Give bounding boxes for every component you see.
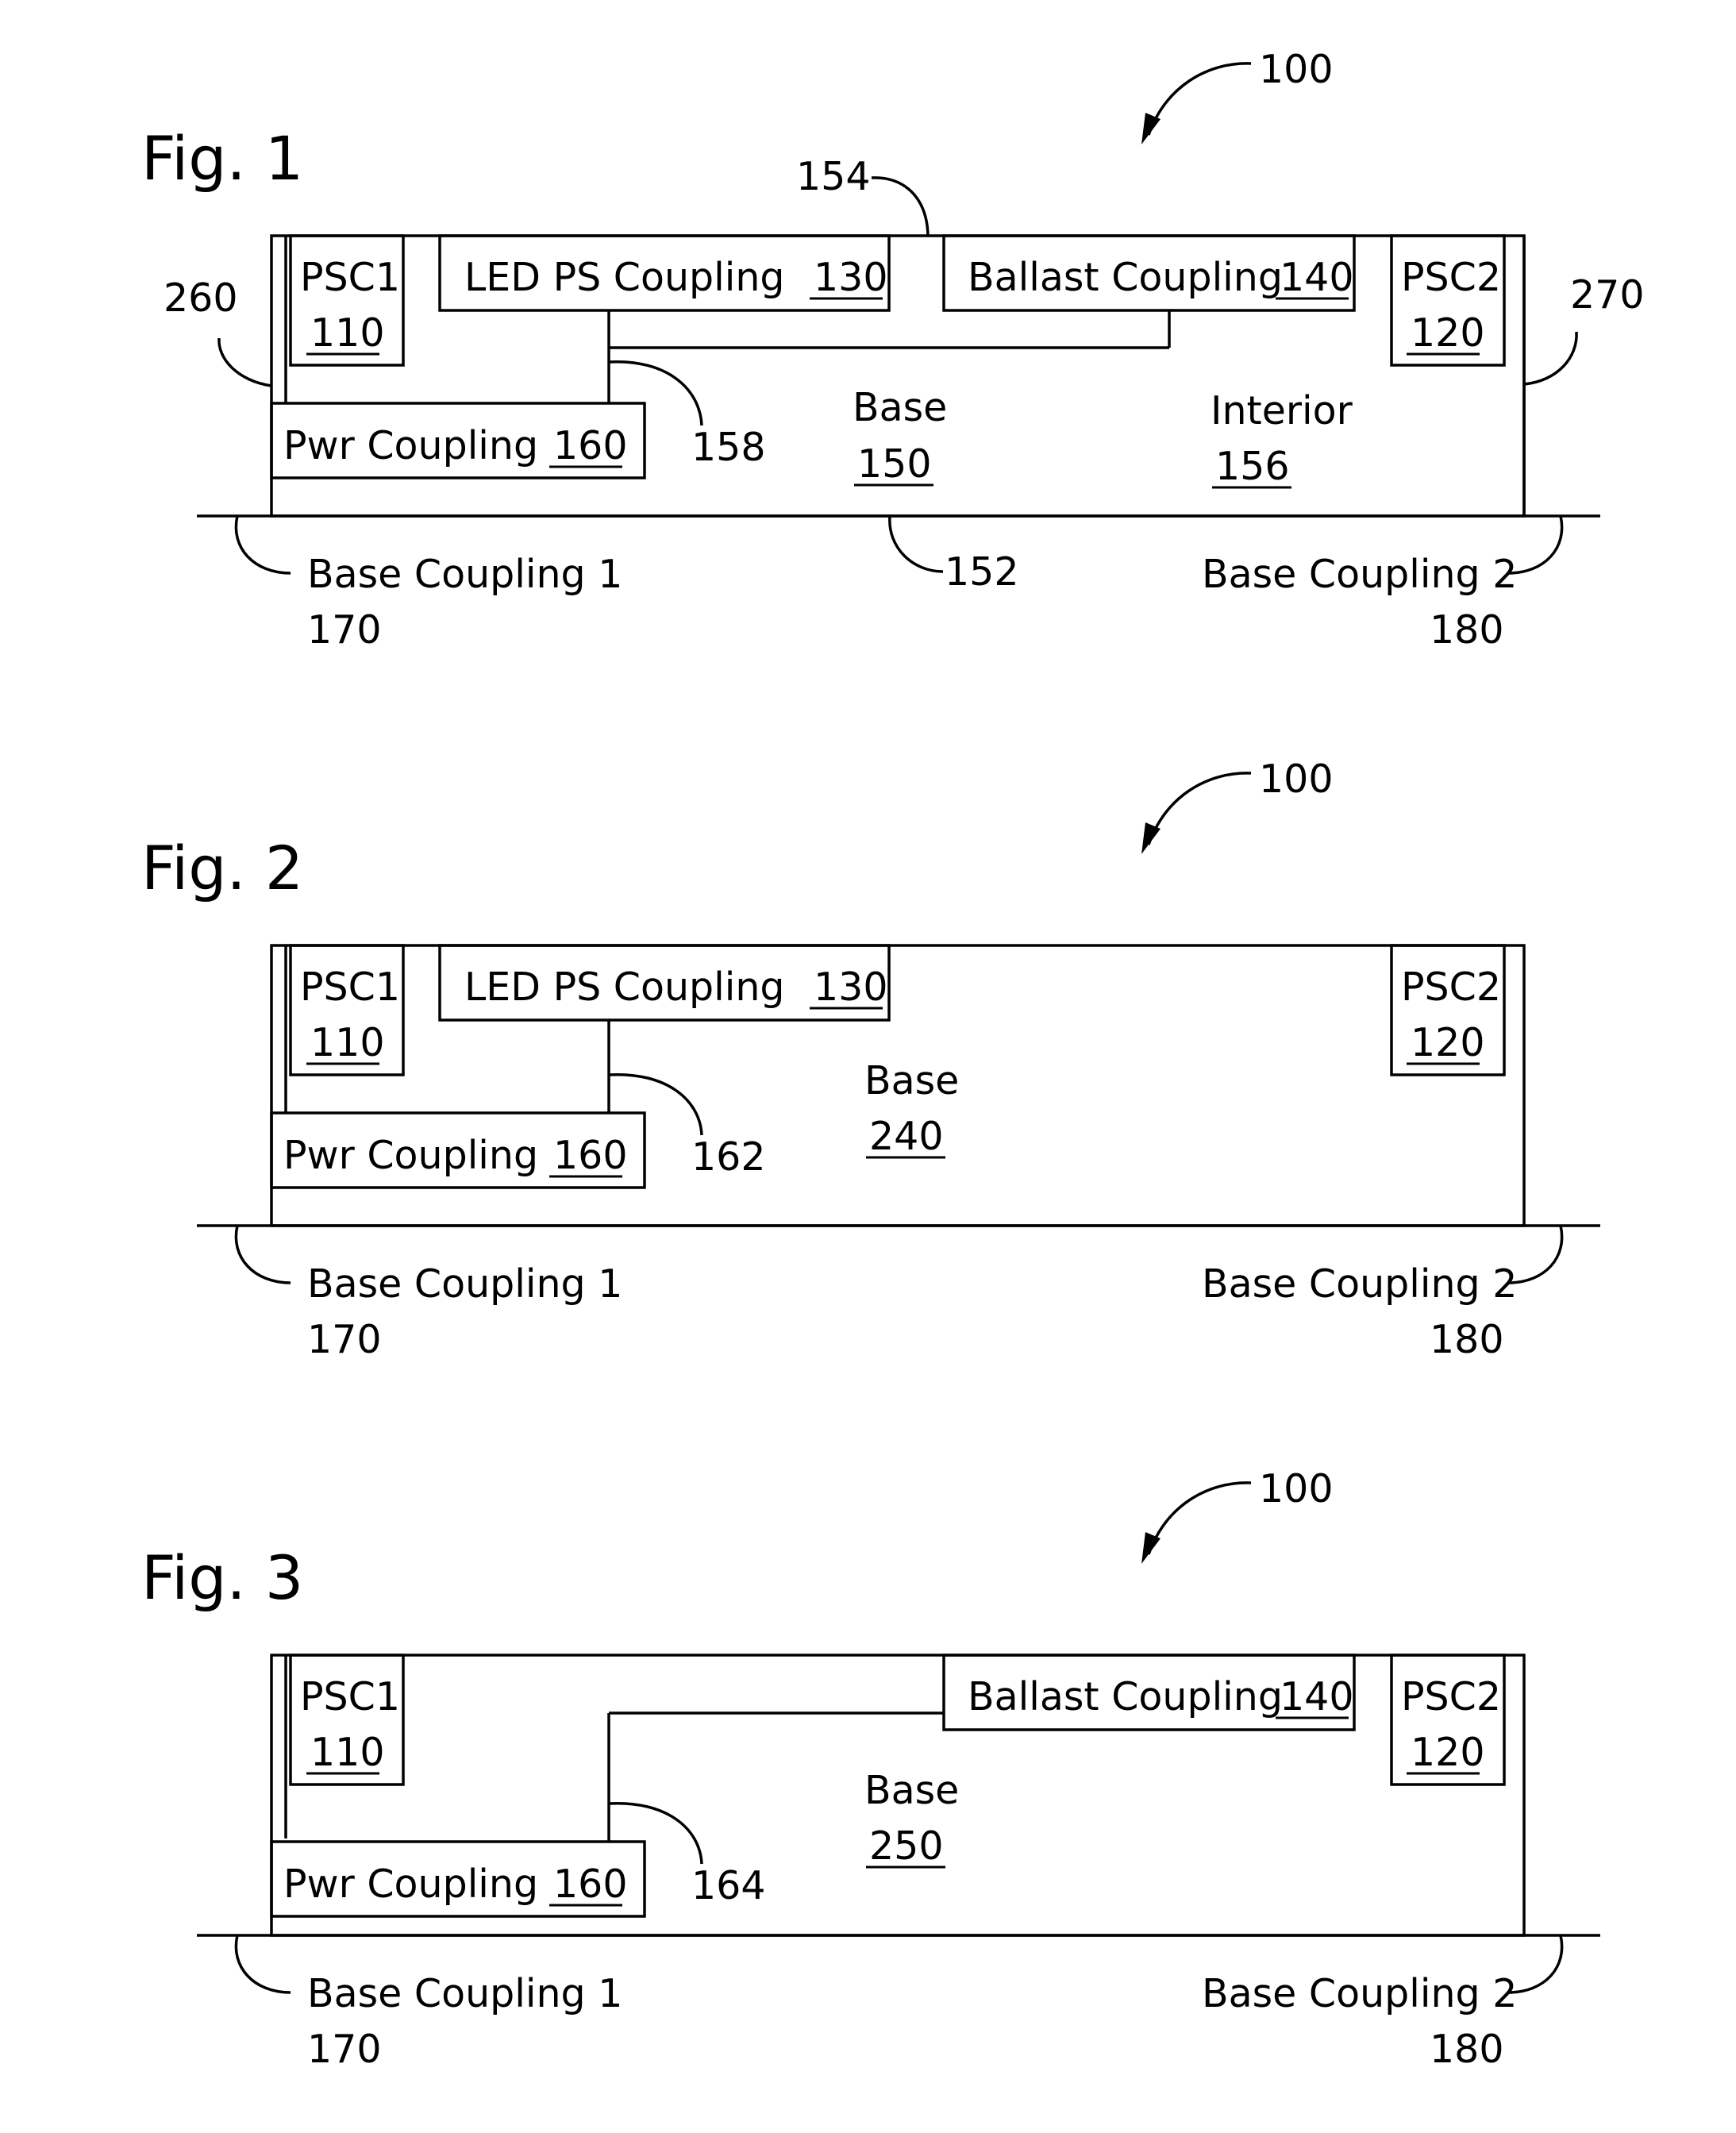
figure-1-ref-154: 154 [796, 154, 871, 199]
figure-3-psc2-label: PSC2 [1401, 1674, 1501, 1719]
figure-1-pwr-label: Pwr Coupling [283, 423, 538, 468]
figure-3-ref-164: 164 [691, 1863, 766, 1908]
figure-2-base-num: 240 [869, 1114, 944, 1159]
figure-1-base-num: 150 [857, 441, 932, 487]
figure-1-interior-label: Interior [1211, 388, 1353, 433]
figure-1-ballast-num: 140 [1280, 255, 1354, 300]
figure-2-leader-162 [609, 1075, 702, 1135]
figure-1-bc2-num: 180 [1430, 607, 1504, 653]
figure-2-led-label: LED PS Coupling [464, 964, 785, 1010]
figure-1-ref-260: 260 [164, 275, 238, 321]
figure-1-ref-158: 158 [691, 425, 766, 470]
figure-2-psc1-num: 110 [310, 1020, 385, 1065]
figure-1-leader-bc1 [236, 516, 291, 573]
figure-1-ref-152: 152 [945, 549, 1019, 595]
figure-1-bc1-num: 170 [307, 607, 382, 653]
figure-3-ballast-num: 140 [1280, 1674, 1354, 1719]
figure-1-psc1-label: PSC1 [300, 255, 400, 300]
figure-1-ref-arrow [1149, 64, 1251, 135]
figure-3-title: Fig. 3 [141, 1542, 303, 1613]
figure-1-leader-152 [890, 516, 943, 572]
figure-2-base-label: Base [864, 1058, 959, 1103]
figure-2: Fig. 2 100 PSC1 110 LED PS Coupling 130 … [141, 757, 1600, 1362]
figure-2-pwr-num: 160 [553, 1133, 628, 1178]
figure-1-bc2-label: Base Coupling 2 [1202, 552, 1517, 597]
figure-2-psc2-label: PSC2 [1401, 964, 1501, 1010]
figure-2-psc1-label: PSC1 [300, 964, 400, 1010]
figure-2-leader-bc1 [236, 1226, 291, 1283]
figure-1-leader-158 [609, 362, 702, 425]
figure-1-leader-260 [219, 338, 271, 386]
figure-3-leader-164 [609, 1804, 702, 1864]
figure-3-pwr-num: 160 [553, 1862, 628, 1907]
figure-3-leader-bc1 [236, 1935, 291, 1992]
figure-2-title: Fig. 2 [141, 833, 303, 903]
figure-1: Fig. 1 100 PSC1 110 LED PS Coupling 130 … [141, 47, 1645, 653]
figure-3: Fig. 3 100 PSC1 110 Ballast Coupling 140… [141, 1466, 1600, 2072]
figure-1-led-num: 130 [814, 255, 888, 300]
figure-2-ref-arrow [1149, 773, 1251, 845]
figure-3-base-num: 250 [869, 1823, 944, 1869]
figure-3-bc2-num: 180 [1430, 2027, 1504, 2072]
figure-3-psc2-num: 120 [1411, 1730, 1485, 1775]
figure-2-ref-100: 100 [1259, 757, 1334, 802]
figure-1-interior-num: 156 [1215, 444, 1290, 489]
figure-3-bc2-label: Base Coupling 2 [1202, 1971, 1517, 2016]
figure-3-ref-arrow [1149, 1483, 1251, 1554]
figure-3-psc1-num: 110 [310, 1730, 385, 1775]
figure-1-psc2-num: 120 [1411, 310, 1485, 356]
figure-1-pwr-num: 160 [553, 423, 628, 468]
figure-1-psc2-label: PSC2 [1401, 255, 1501, 300]
figure-1-psc1-num: 110 [310, 310, 385, 356]
figure-3-pwr-label: Pwr Coupling [283, 1862, 538, 1907]
figure-3-base-label: Base [864, 1768, 959, 1813]
figure-1-bc1-label: Base Coupling 1 [307, 552, 622, 597]
figure-1-ref-100: 100 [1259, 47, 1334, 92]
figure-2-bc2-num: 180 [1430, 1317, 1504, 1362]
figure-3-bc1-num: 170 [307, 2027, 382, 2072]
figure-1-leader-270 [1524, 332, 1576, 384]
figure-3-ballast-label: Ballast Coupling [968, 1674, 1283, 1719]
figure-2-ref-162: 162 [691, 1134, 766, 1180]
figure-2-bc1-label: Base Coupling 1 [307, 1261, 622, 1307]
figure-1-ballast-label: Ballast Coupling [968, 255, 1283, 300]
figure-3-bc1-label: Base Coupling 1 [307, 1971, 622, 2016]
figure-3-ref-100: 100 [1259, 1466, 1334, 1511]
figure-1-base-label: Base [853, 385, 947, 430]
figure-2-led-num: 130 [814, 964, 888, 1010]
figure-2-bc1-num: 170 [307, 1317, 382, 1362]
figure-2-psc2-num: 120 [1411, 1020, 1485, 1065]
figure-1-ref-270: 270 [1570, 272, 1645, 318]
figure-2-bc2-label: Base Coupling 2 [1202, 1261, 1517, 1307]
figure-2-pwr-label: Pwr Coupling [283, 1133, 538, 1178]
figure-1-title: Fig. 1 [141, 123, 303, 194]
figure-3-psc1-label: PSC1 [300, 1674, 400, 1719]
figure-1-led-label: LED PS Coupling [464, 255, 785, 300]
figure-1-leader-154 [872, 178, 928, 236]
